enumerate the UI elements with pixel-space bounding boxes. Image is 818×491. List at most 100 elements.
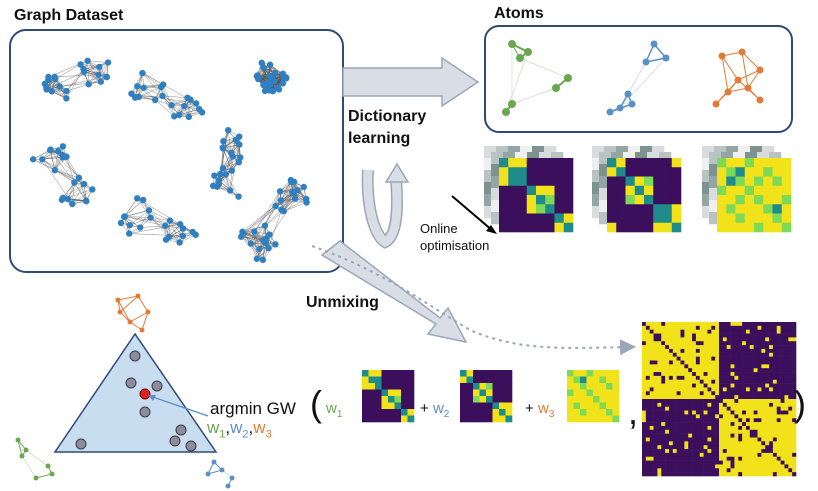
dataset-graph — [209, 126, 244, 200]
dataset-node — [64, 195, 72, 203]
dataset-node — [63, 95, 70, 102]
dataset-node — [254, 72, 261, 79]
atom-node — [650, 40, 658, 48]
dataset-node — [272, 202, 279, 210]
dataset-node — [82, 197, 90, 204]
dataset-node — [168, 101, 175, 109]
dataset-node — [95, 71, 102, 78]
dataset-graph — [253, 59, 290, 95]
atom-node — [225, 483, 231, 489]
simplex-triangle — [53, 332, 218, 453]
dataset-node — [63, 153, 70, 160]
dataset-node — [259, 256, 267, 264]
dataset-node — [134, 83, 141, 90]
mix-w3-sub: 3 — [548, 409, 555, 420]
atom-graph-blue — [606, 40, 670, 116]
mix-matrix-blue — [460, 370, 513, 423]
atom-node — [724, 88, 732, 96]
dataset-node — [51, 73, 58, 81]
dataset-node — [80, 180, 88, 188]
dataset-node — [278, 206, 285, 213]
dataset-node — [236, 141, 243, 148]
mix-w3-letter: w — [537, 400, 549, 417]
simplex-point-selected — [139, 388, 151, 400]
atom-node — [744, 84, 752, 92]
dataset-node — [140, 84, 147, 91]
dataset-node — [247, 240, 255, 247]
atom-node — [508, 40, 516, 48]
online-optimisation-arrow — [451, 195, 497, 234]
dataset-node — [235, 158, 243, 166]
dataset-node — [236, 133, 243, 140]
dataset-node — [166, 217, 174, 224]
atoms-frame — [484, 25, 793, 133]
dataset-node — [260, 237, 267, 244]
atom-node — [712, 100, 720, 108]
dataset-node — [159, 92, 166, 100]
dataset-node — [145, 207, 153, 214]
online-label-line2: optimisation — [420, 238, 490, 253]
circular-update-arrow — [361, 162, 410, 249]
dataset-node — [260, 81, 267, 89]
dataset-graph — [29, 143, 96, 208]
dataset-node — [291, 195, 299, 202]
atom-node — [211, 459, 217, 465]
dictionary-label-line2: learning — [348, 130, 411, 147]
atom-node — [135, 293, 141, 299]
atom-node — [662, 54, 670, 62]
atom-matrix-orange — [717, 158, 792, 233]
atom-node — [33, 475, 39, 481]
dataset-node — [139, 196, 147, 204]
mix-w1-sub: 1 — [336, 409, 343, 420]
dataset-node — [135, 93, 143, 101]
dataset-node — [117, 219, 125, 227]
dataset-node — [192, 231, 199, 238]
simplex-point — [185, 440, 197, 452]
dataset-node — [225, 126, 232, 134]
weight-w2-sub: 2 — [242, 428, 249, 441]
weight-w3-sub: 3 — [265, 428, 272, 441]
dataset-node — [152, 96, 159, 104]
atom-node — [524, 48, 532, 56]
atoms-title: Atoms — [494, 5, 544, 22]
atom-node — [139, 327, 145, 333]
simplex-point — [129, 350, 141, 362]
atom-matrix-stacks — [484, 146, 792, 233]
dataset-node — [192, 100, 200, 107]
dataset-node — [198, 109, 206, 116]
dataset-node — [279, 80, 287, 87]
atom-node — [502, 108, 510, 116]
dataset-node — [217, 170, 224, 178]
dataset-node — [134, 195, 141, 202]
dataset-node — [228, 167, 236, 174]
dataset-node — [43, 86, 50, 93]
atom-node — [718, 52, 726, 60]
dataset-node — [266, 72, 273, 80]
dataset-node — [227, 149, 235, 157]
dataset-node — [179, 232, 187, 240]
dataset-node — [209, 182, 217, 190]
simplex-point — [175, 424, 187, 436]
atom-node — [117, 309, 123, 315]
dataset-node — [211, 172, 218, 179]
dataset-node — [161, 222, 169, 230]
dataset-node — [121, 213, 129, 220]
dataset-node — [251, 228, 258, 235]
dataset-node — [126, 230, 133, 237]
dataset-graph — [117, 195, 199, 246]
close-paren: ) — [794, 383, 806, 424]
unmixing-label: Unmixing — [306, 294, 379, 311]
dataset-node — [69, 200, 76, 208]
simplex-pointer — [149, 395, 209, 417]
dataset-node — [58, 196, 66, 203]
mix-weight-3: + w3 — [525, 400, 554, 420]
dataset-node — [185, 113, 193, 121]
atom-node — [145, 309, 151, 315]
dataset-node — [84, 57, 91, 64]
atom-node — [115, 297, 121, 303]
atom-graph-orange — [712, 48, 764, 108]
dataset-node — [29, 156, 37, 163]
corner-graph-blue — [205, 459, 235, 489]
dataset-node — [177, 221, 184, 228]
dataset-node — [51, 167, 58, 174]
